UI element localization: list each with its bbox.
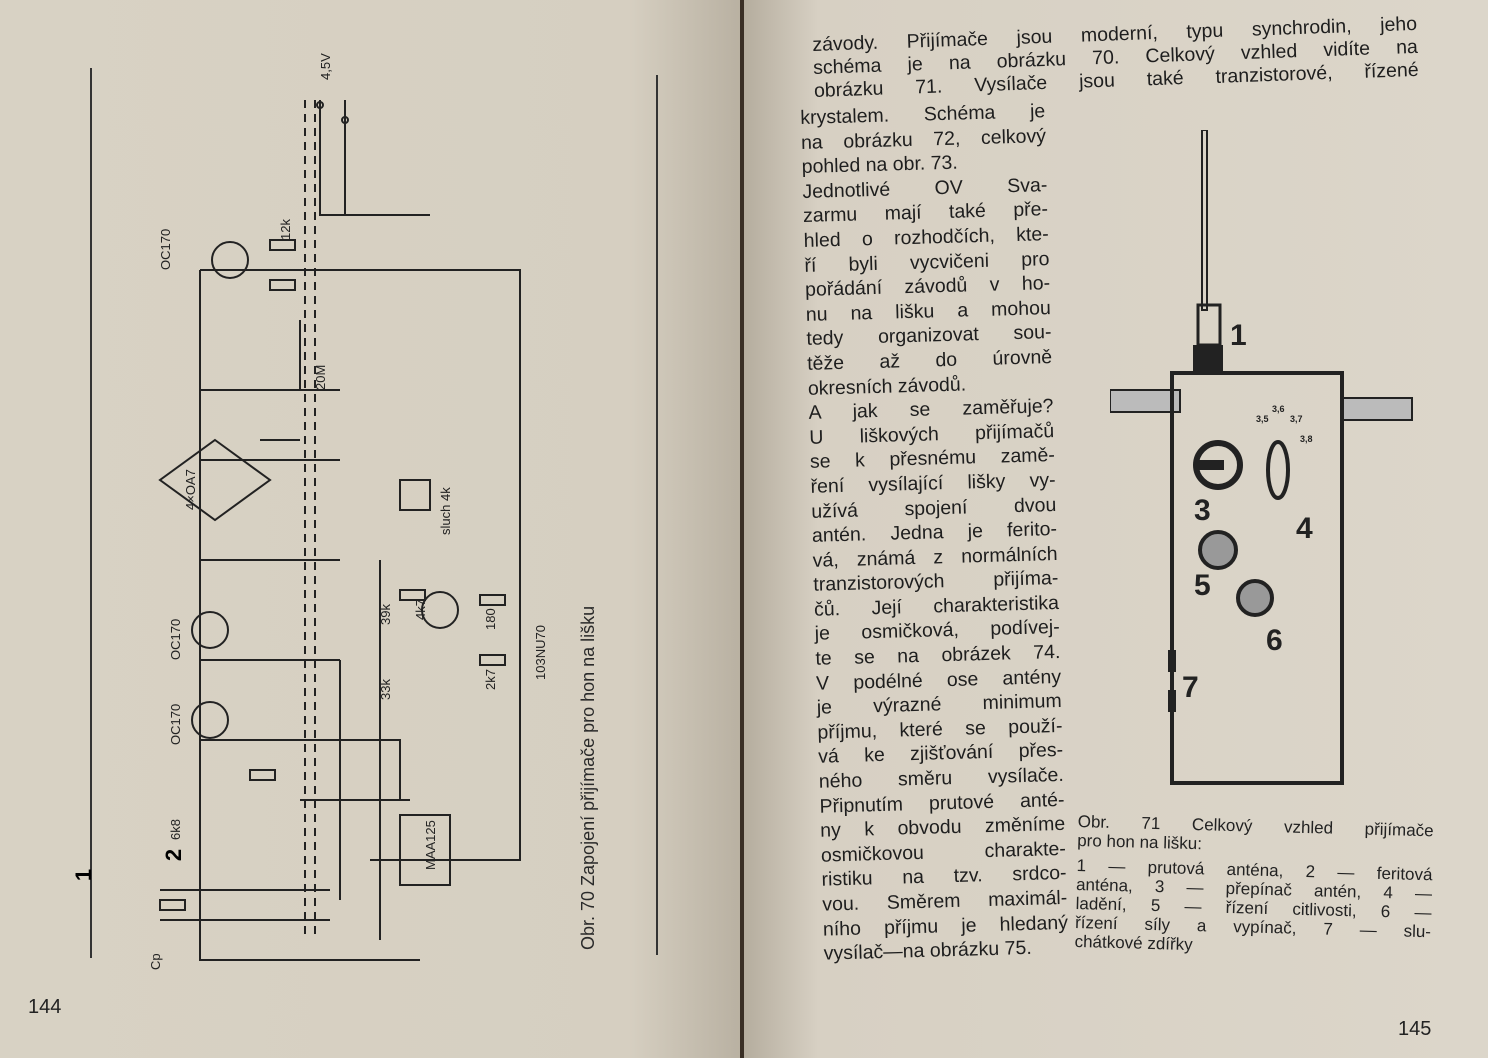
right-page: 1 2 3 4 5 6 7 3,5 3,6 3,7 3,8 145 [744,0,1488,1058]
dial-mark: 3,6 [1272,404,1285,414]
transistor-symbol [211,241,249,279]
label-headphone: sluch 4k [438,487,453,535]
dial-mark: 3,8 [1300,434,1313,444]
label-diodes: 4×OA7 [183,469,198,510]
right-rule [656,75,658,955]
dial-mark: 3,7 [1290,414,1303,424]
label-t2: OC170 [168,619,183,660]
label-cp: Cp [148,953,163,970]
label-r8: 39k [378,604,393,625]
label-c3: 20M [313,365,328,390]
callout-4: 4 [1296,512,1313,545]
label-t1: OC170 [158,229,173,270]
label-supply: 4,5V [318,53,333,80]
page-number-right: 145 [1398,1018,1432,1040]
dial-mark: 3,5 [1256,414,1269,424]
label-r11: 2k7 [483,669,498,690]
antenna-label-2: 2 [161,848,187,862]
label-t3: OC170 [168,704,183,745]
callout-1: 1 [1230,319,1247,352]
page-number-left: 144 [28,996,62,1018]
label-ic: MAA125 [423,820,438,870]
schematic-figure-70: 4,5V OC170 OC170 OC170 103NU70 4×OA7 MAA… [148,53,548,970]
figure-70-caption: Obr. 70 Zapojení přijímače pro hon na li… [578,605,598,950]
callout-3: 3 [1194,494,1211,527]
callout-5: 5 [1194,569,1211,602]
label-r10: 180 [483,608,498,630]
callout-7: 7 [1182,671,1199,704]
callout-6: 6 [1266,624,1283,657]
label-r1: 12k [278,219,293,240]
antenna-label-1: 1 [71,868,97,882]
label-r9: 33k [378,679,393,700]
left-page: 4,5V OC170 OC170 OC170 103NU70 4×OA7 MAA… [0,0,740,1058]
left-rule [90,68,92,958]
receiver-figure-71: 1 2 3 4 5 6 7 3,5 3,6 3,7 3,8 [1110,130,1413,785]
label-c4: 4k7 [413,599,428,620]
label-t4: 103NU70 [533,625,548,680]
label-c1: 6k8 [168,819,183,840]
